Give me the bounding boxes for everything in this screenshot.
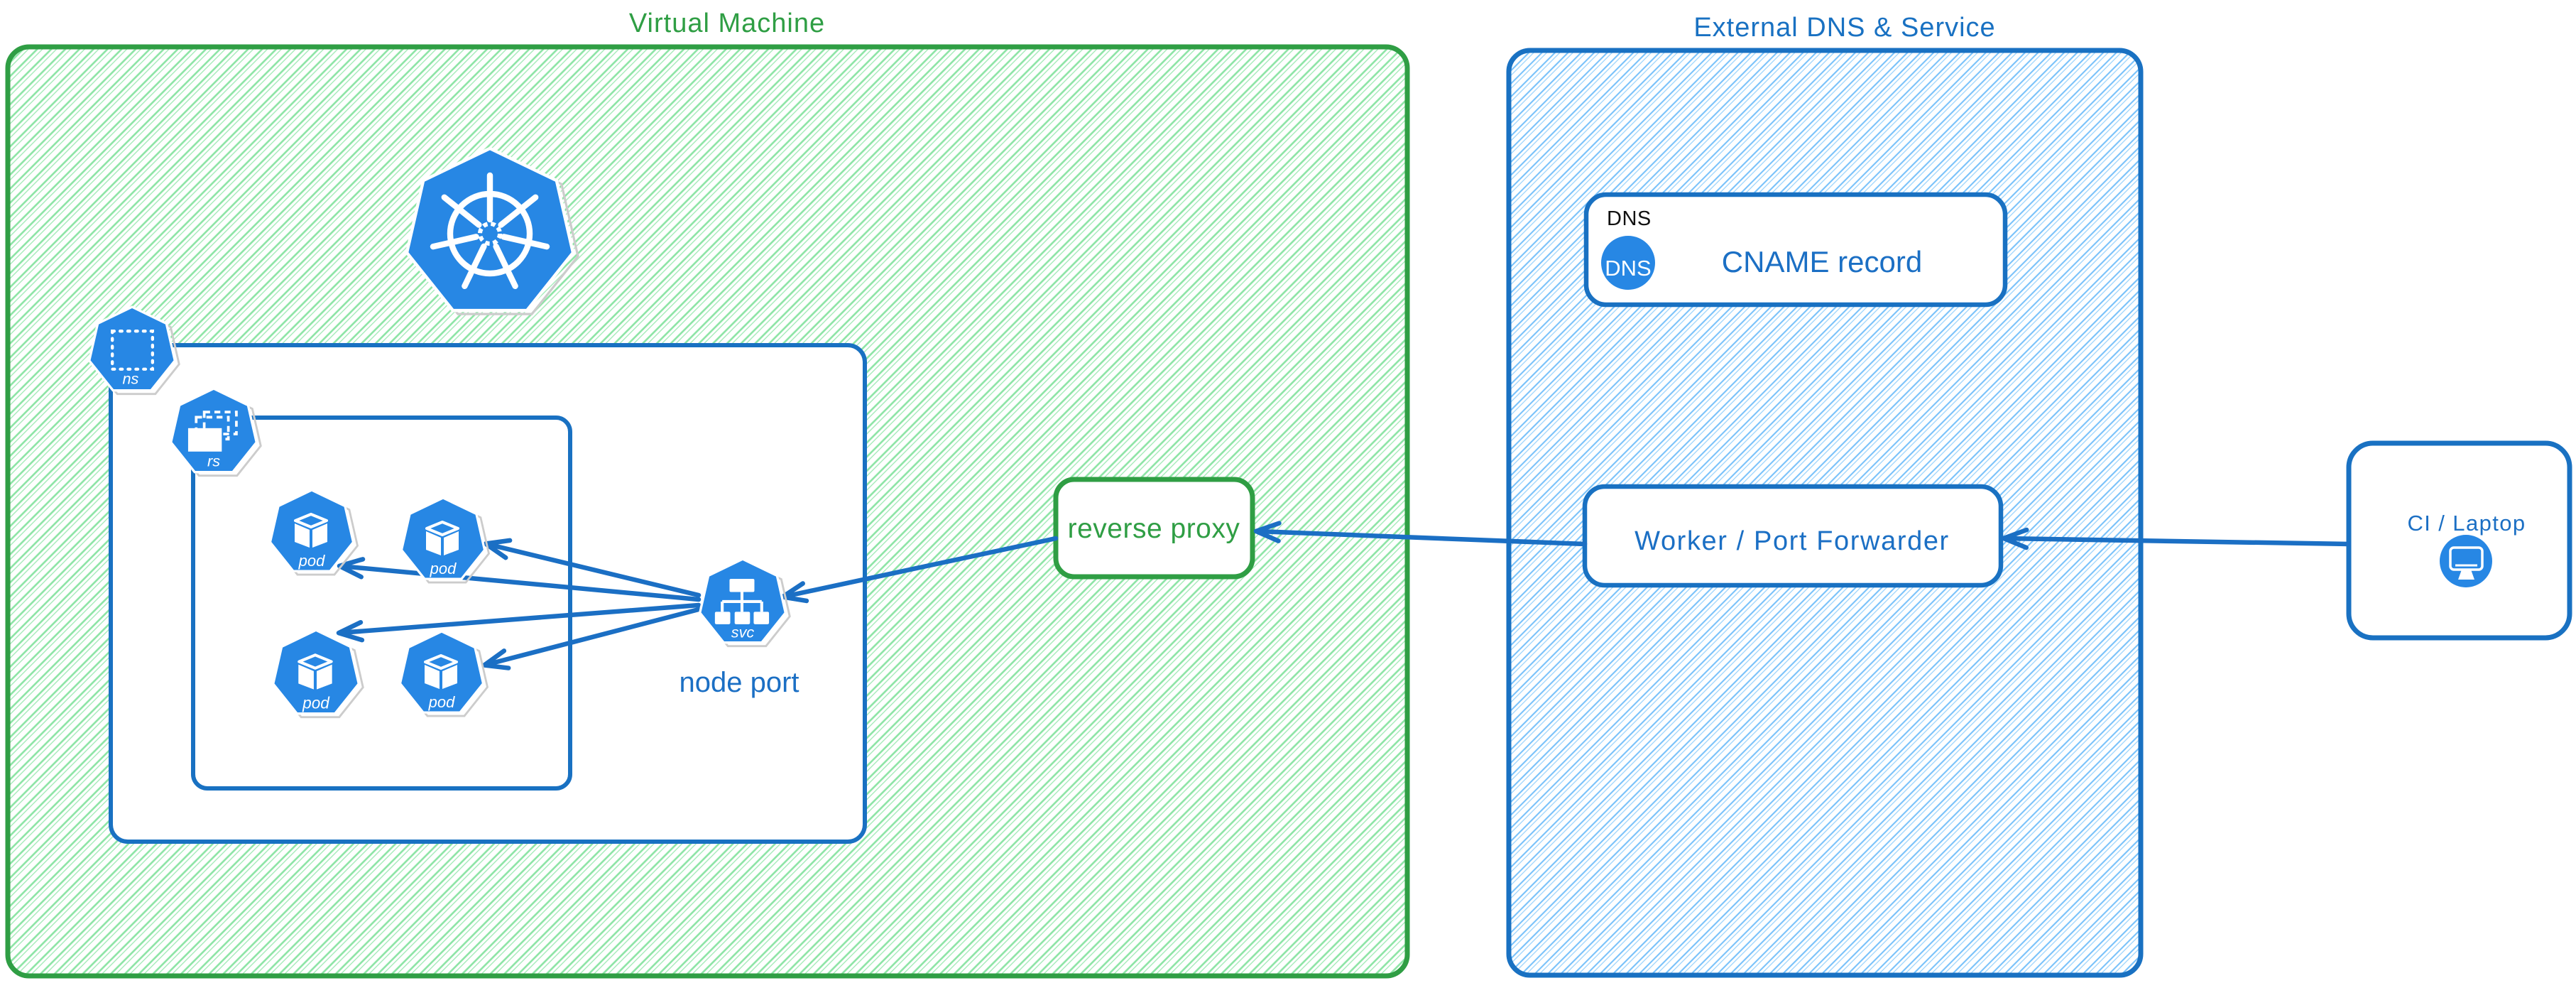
svg-text:DNS: DNS [1607, 207, 1652, 230]
svg-text:DNS: DNS [1605, 256, 1651, 281]
svg-text:reverse proxy: reverse proxy [1068, 514, 1240, 544]
svg-text:Worker / Port Forwarder: Worker / Port Forwarder [1634, 526, 1950, 556]
svg-text:CI / Laptop: CI / Laptop [2407, 511, 2526, 536]
svg-text:CNAME record: CNAME record [1722, 245, 1922, 278]
svg-text:node port: node port [679, 667, 799, 698]
svg-text:Virtual Machine: Virtual Machine [629, 9, 825, 38]
svg-text:External DNS & Service: External DNS & Service [1693, 13, 1995, 43]
